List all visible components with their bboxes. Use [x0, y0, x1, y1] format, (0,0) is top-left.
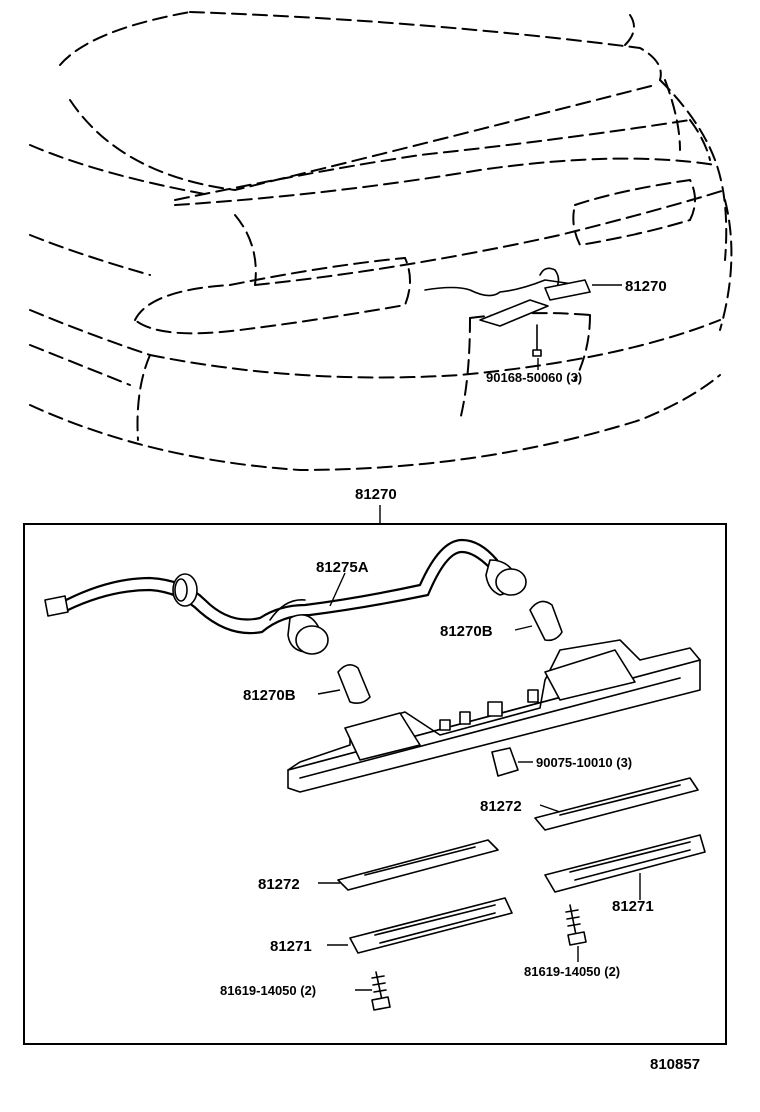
bulb-right-callout: 81270B [440, 623, 493, 640]
top-screw-callout: 90168-50060 (3) [486, 370, 582, 385]
cover-right [544, 834, 706, 893]
bulb-left [337, 664, 371, 704]
lens-left [337, 839, 499, 891]
screw-left-callout: 81619-14050 (2) [220, 983, 316, 998]
lens-left-callout: 81272 [258, 876, 300, 893]
figure-number: 810857 [650, 1056, 700, 1073]
cover-right-callout: 81271 [612, 898, 654, 915]
cover-left [349, 897, 513, 954]
screw-left [371, 971, 391, 1011]
screw-right [565, 904, 587, 946]
cover-left-callout: 81271 [270, 938, 312, 955]
lens-right [534, 777, 699, 831]
bulb-right [529, 600, 563, 642]
wire-harness-81275a [44, 538, 527, 655]
assembly-header-callout: 81270 [355, 486, 397, 503]
clip-nut-callout: 90075-10010 (3) [536, 755, 632, 770]
top-assembly-callout: 81270 [625, 278, 667, 295]
bulb-left-callout: 81270B [243, 687, 296, 704]
assembly-frame [23, 523, 727, 1045]
lens-right-callout: 81272 [480, 798, 522, 815]
lamp-housing [287, 639, 701, 793]
wire-harness-callout: 81275A [316, 559, 369, 576]
vehicle-rear-outline [29, 11, 733, 472]
clip-nut [491, 747, 519, 777]
screw-right-callout: 81619-14050 (2) [524, 964, 620, 979]
